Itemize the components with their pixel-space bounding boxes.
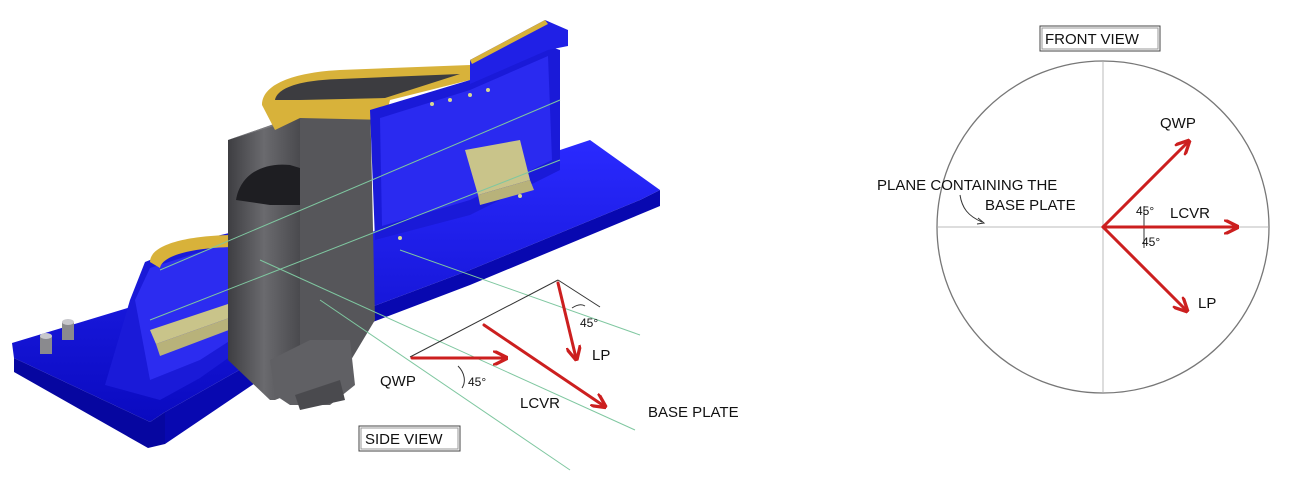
base-plate-edge <box>14 358 165 448</box>
front-label-qwp: QWP <box>1160 115 1196 132</box>
side-view-title: SIDE VIEW <box>365 431 443 448</box>
side-view-labels: QWP 45° LCVR LP 45° BASE PLATE <box>380 316 739 421</box>
front-view-circle <box>936 60 1270 394</box>
front-view-title: FRONT VIEW <box>1045 31 1140 48</box>
front-lp-arrow <box>1101 225 1186 310</box>
housing-arch <box>236 164 300 205</box>
front-label-plane-line2: BASE PLATE <box>985 197 1076 214</box>
plane-pointer <box>959 194 983 223</box>
mount-screws <box>398 88 522 240</box>
side-view-geometry <box>259 249 641 471</box>
side-lp-arrow <box>556 281 576 358</box>
side-lcvr-arrow <box>482 323 604 406</box>
side-label-qwp: QWP <box>380 373 416 390</box>
right-flange <box>470 20 568 84</box>
base-plate-edge-right <box>165 190 660 444</box>
side-view-arrows <box>410 281 604 406</box>
side-label-lcvr: LCVR <box>520 395 560 412</box>
front-qwp-arrow <box>1101 142 1188 229</box>
central-housing-side <box>300 95 375 390</box>
side-label-lp: LP <box>592 347 610 364</box>
side-label-base-plate: BASE PLATE <box>648 404 739 421</box>
right-mount-slats <box>465 140 534 205</box>
front-label-angle-lower: 45° <box>1142 235 1160 249</box>
front-label-angle-upper: 45° <box>1136 204 1154 218</box>
left-mount-slats <box>150 300 250 356</box>
optical-assembly-model <box>12 20 660 448</box>
side-label-angle-qwp: 45° <box>468 375 486 389</box>
side-label-angle-lp: 45° <box>580 316 598 330</box>
front-label-lp: LP <box>1198 295 1216 312</box>
side-view-title-box: SIDE VIEW <box>358 425 461 452</box>
front-view: QWP LCVR LP 45° 45° PLANE CONTAINING THE… <box>877 25 1270 394</box>
front-view-title-frame <box>1039 25 1161 52</box>
front-label-lcvr: LCVR <box>1170 205 1210 222</box>
front-label-plane-line1: PLANE CONTAINING THE <box>877 177 1057 194</box>
